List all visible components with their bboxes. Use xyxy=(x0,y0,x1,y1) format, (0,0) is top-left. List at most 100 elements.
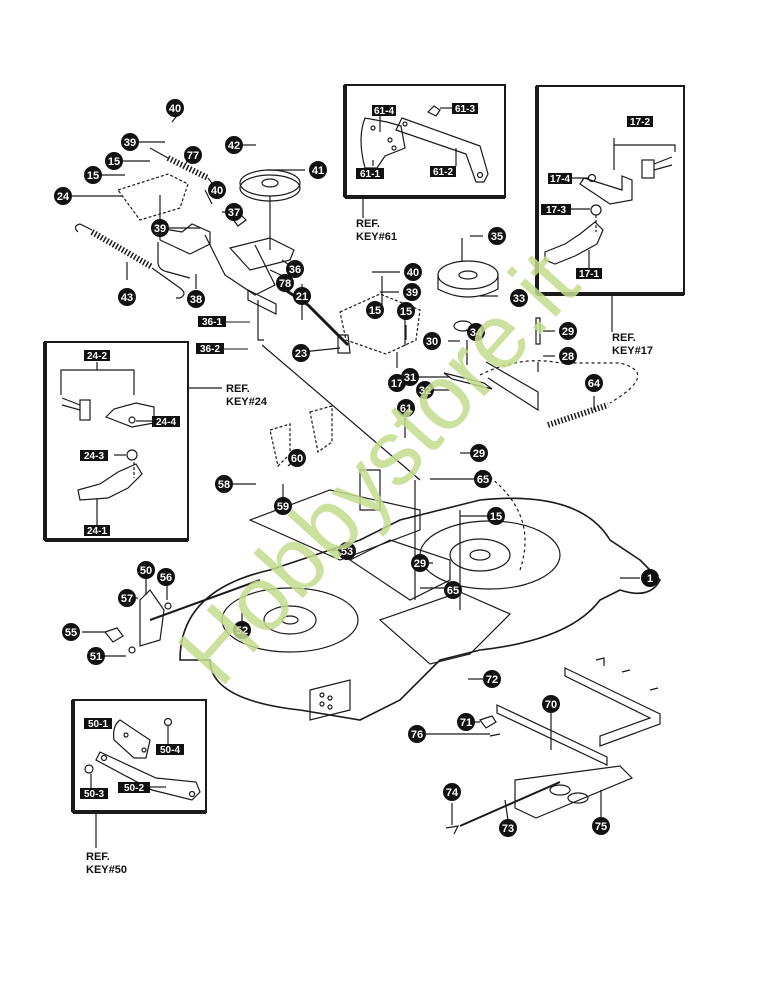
callout-badge xyxy=(293,287,311,305)
inset-text: 61-4 61-3 61-1 61-2 REF. KEY#61 17-2 17-… xyxy=(80,103,653,876)
callout-number: 32 xyxy=(419,385,431,397)
hitch-plate-72 xyxy=(378,591,512,665)
nut-51 xyxy=(128,646,136,654)
spring-64 xyxy=(547,402,609,428)
callout-number: 39 xyxy=(406,287,418,299)
callout-badge xyxy=(286,260,304,278)
callout-number: 21 xyxy=(296,291,308,303)
callout-badge xyxy=(585,374,603,392)
callout-badge xyxy=(488,227,506,245)
part-label-24-3: 24-3 xyxy=(84,451,104,462)
callout-number: 72 xyxy=(486,674,498,686)
callout-badge xyxy=(274,497,292,515)
callout-61: 61 xyxy=(397,399,415,417)
part-50-2 xyxy=(95,751,201,801)
callout-badge xyxy=(276,274,294,292)
callout-badge xyxy=(483,670,501,688)
callout-15: 15 xyxy=(487,507,505,525)
callout-badge xyxy=(233,621,251,639)
lift-arm-50 xyxy=(103,579,261,654)
callout-15: 15 xyxy=(84,166,102,184)
ref-label-line1: REF. xyxy=(86,851,110,863)
bolts xyxy=(595,657,659,691)
callout-53: 53 xyxy=(338,542,356,560)
sub-label-text: 36-2 xyxy=(200,344,220,355)
ref-label-line2: KEY#24 xyxy=(226,396,268,408)
callout-badge xyxy=(510,289,528,307)
bolt-71 xyxy=(479,715,497,729)
callout-badge xyxy=(559,322,577,340)
callout-badge xyxy=(559,347,577,365)
callout-40: 40 xyxy=(208,181,226,199)
callout-badge xyxy=(137,561,155,579)
bracket-36 xyxy=(228,237,295,271)
part-50-3 xyxy=(84,764,94,774)
idler-bracket-assembly xyxy=(74,147,421,481)
callout-badge xyxy=(467,323,485,341)
part-17-2-bracket xyxy=(579,175,633,205)
callout-30: 30 xyxy=(423,332,441,350)
callout-39: 39 xyxy=(403,283,421,301)
part-50-1 xyxy=(113,719,151,759)
spring-43-tail xyxy=(151,267,185,299)
callout-42: 42 xyxy=(225,136,243,154)
callout-badge xyxy=(408,725,426,743)
callout-number: 53 xyxy=(341,546,353,558)
pin-73 xyxy=(459,781,561,827)
callout-64: 64 xyxy=(585,374,603,392)
part-17-4 xyxy=(587,173,597,183)
callout-badge xyxy=(401,368,419,386)
sub-label-box xyxy=(198,316,226,327)
callout-badge xyxy=(542,695,560,713)
spring-77-coils xyxy=(166,155,210,181)
callout-number: 65 xyxy=(447,585,459,597)
part-24-3 xyxy=(126,449,138,461)
callout-43: 43 xyxy=(118,288,136,306)
callout-number: 52 xyxy=(236,625,248,637)
part-50-4 xyxy=(163,717,173,727)
callout-40: 40 xyxy=(404,263,422,281)
callout-number: 77 xyxy=(187,150,199,162)
part-label-24-4: 24-4 xyxy=(156,417,176,428)
part-label-17-4: 17-4 xyxy=(550,174,570,185)
callout-56: 56 xyxy=(157,568,175,586)
callout-badge xyxy=(470,444,488,462)
part-17-1 xyxy=(544,221,604,265)
callout-33: 33 xyxy=(510,289,528,307)
inset-key24 xyxy=(43,341,222,542)
callout-40: 40 xyxy=(166,99,184,117)
callout-51: 51 xyxy=(87,647,105,665)
screw-76 xyxy=(489,733,501,737)
callout-badge xyxy=(84,166,102,184)
callout-badge xyxy=(118,589,136,607)
callout-29: 29 xyxy=(411,554,429,572)
inset-key17 xyxy=(535,85,685,332)
part-label-61-3: 61-3 xyxy=(455,104,475,115)
center-bracket xyxy=(348,539,451,601)
spindle-left xyxy=(221,587,359,653)
callout-badge xyxy=(151,219,169,237)
callout-number: 24 xyxy=(57,191,70,203)
callout-number: 59 xyxy=(277,501,289,513)
callout-38: 38 xyxy=(187,290,205,308)
callout-15: 15 xyxy=(397,302,415,320)
callout-badge xyxy=(62,623,80,641)
callout-badge xyxy=(457,713,475,731)
callout-number: 50 xyxy=(140,565,152,577)
callout-23: 23 xyxy=(292,344,310,362)
callout-number: 57 xyxy=(121,593,133,605)
spring-43-hook xyxy=(74,223,93,233)
callout-number: 70 xyxy=(545,699,557,711)
callout-badge xyxy=(444,581,462,599)
callout-badge xyxy=(499,819,517,837)
callout-number: 60 xyxy=(291,453,303,465)
callout-number: 74 xyxy=(446,787,459,799)
callout-65: 65 xyxy=(474,470,492,488)
plate-29-28 xyxy=(485,361,539,412)
part-61-3 xyxy=(426,105,441,117)
part-label-24-2: 24-2 xyxy=(87,351,107,362)
callout-badge xyxy=(215,475,233,493)
callout-74: 74 xyxy=(443,783,461,801)
callout-number: 40 xyxy=(407,267,419,279)
